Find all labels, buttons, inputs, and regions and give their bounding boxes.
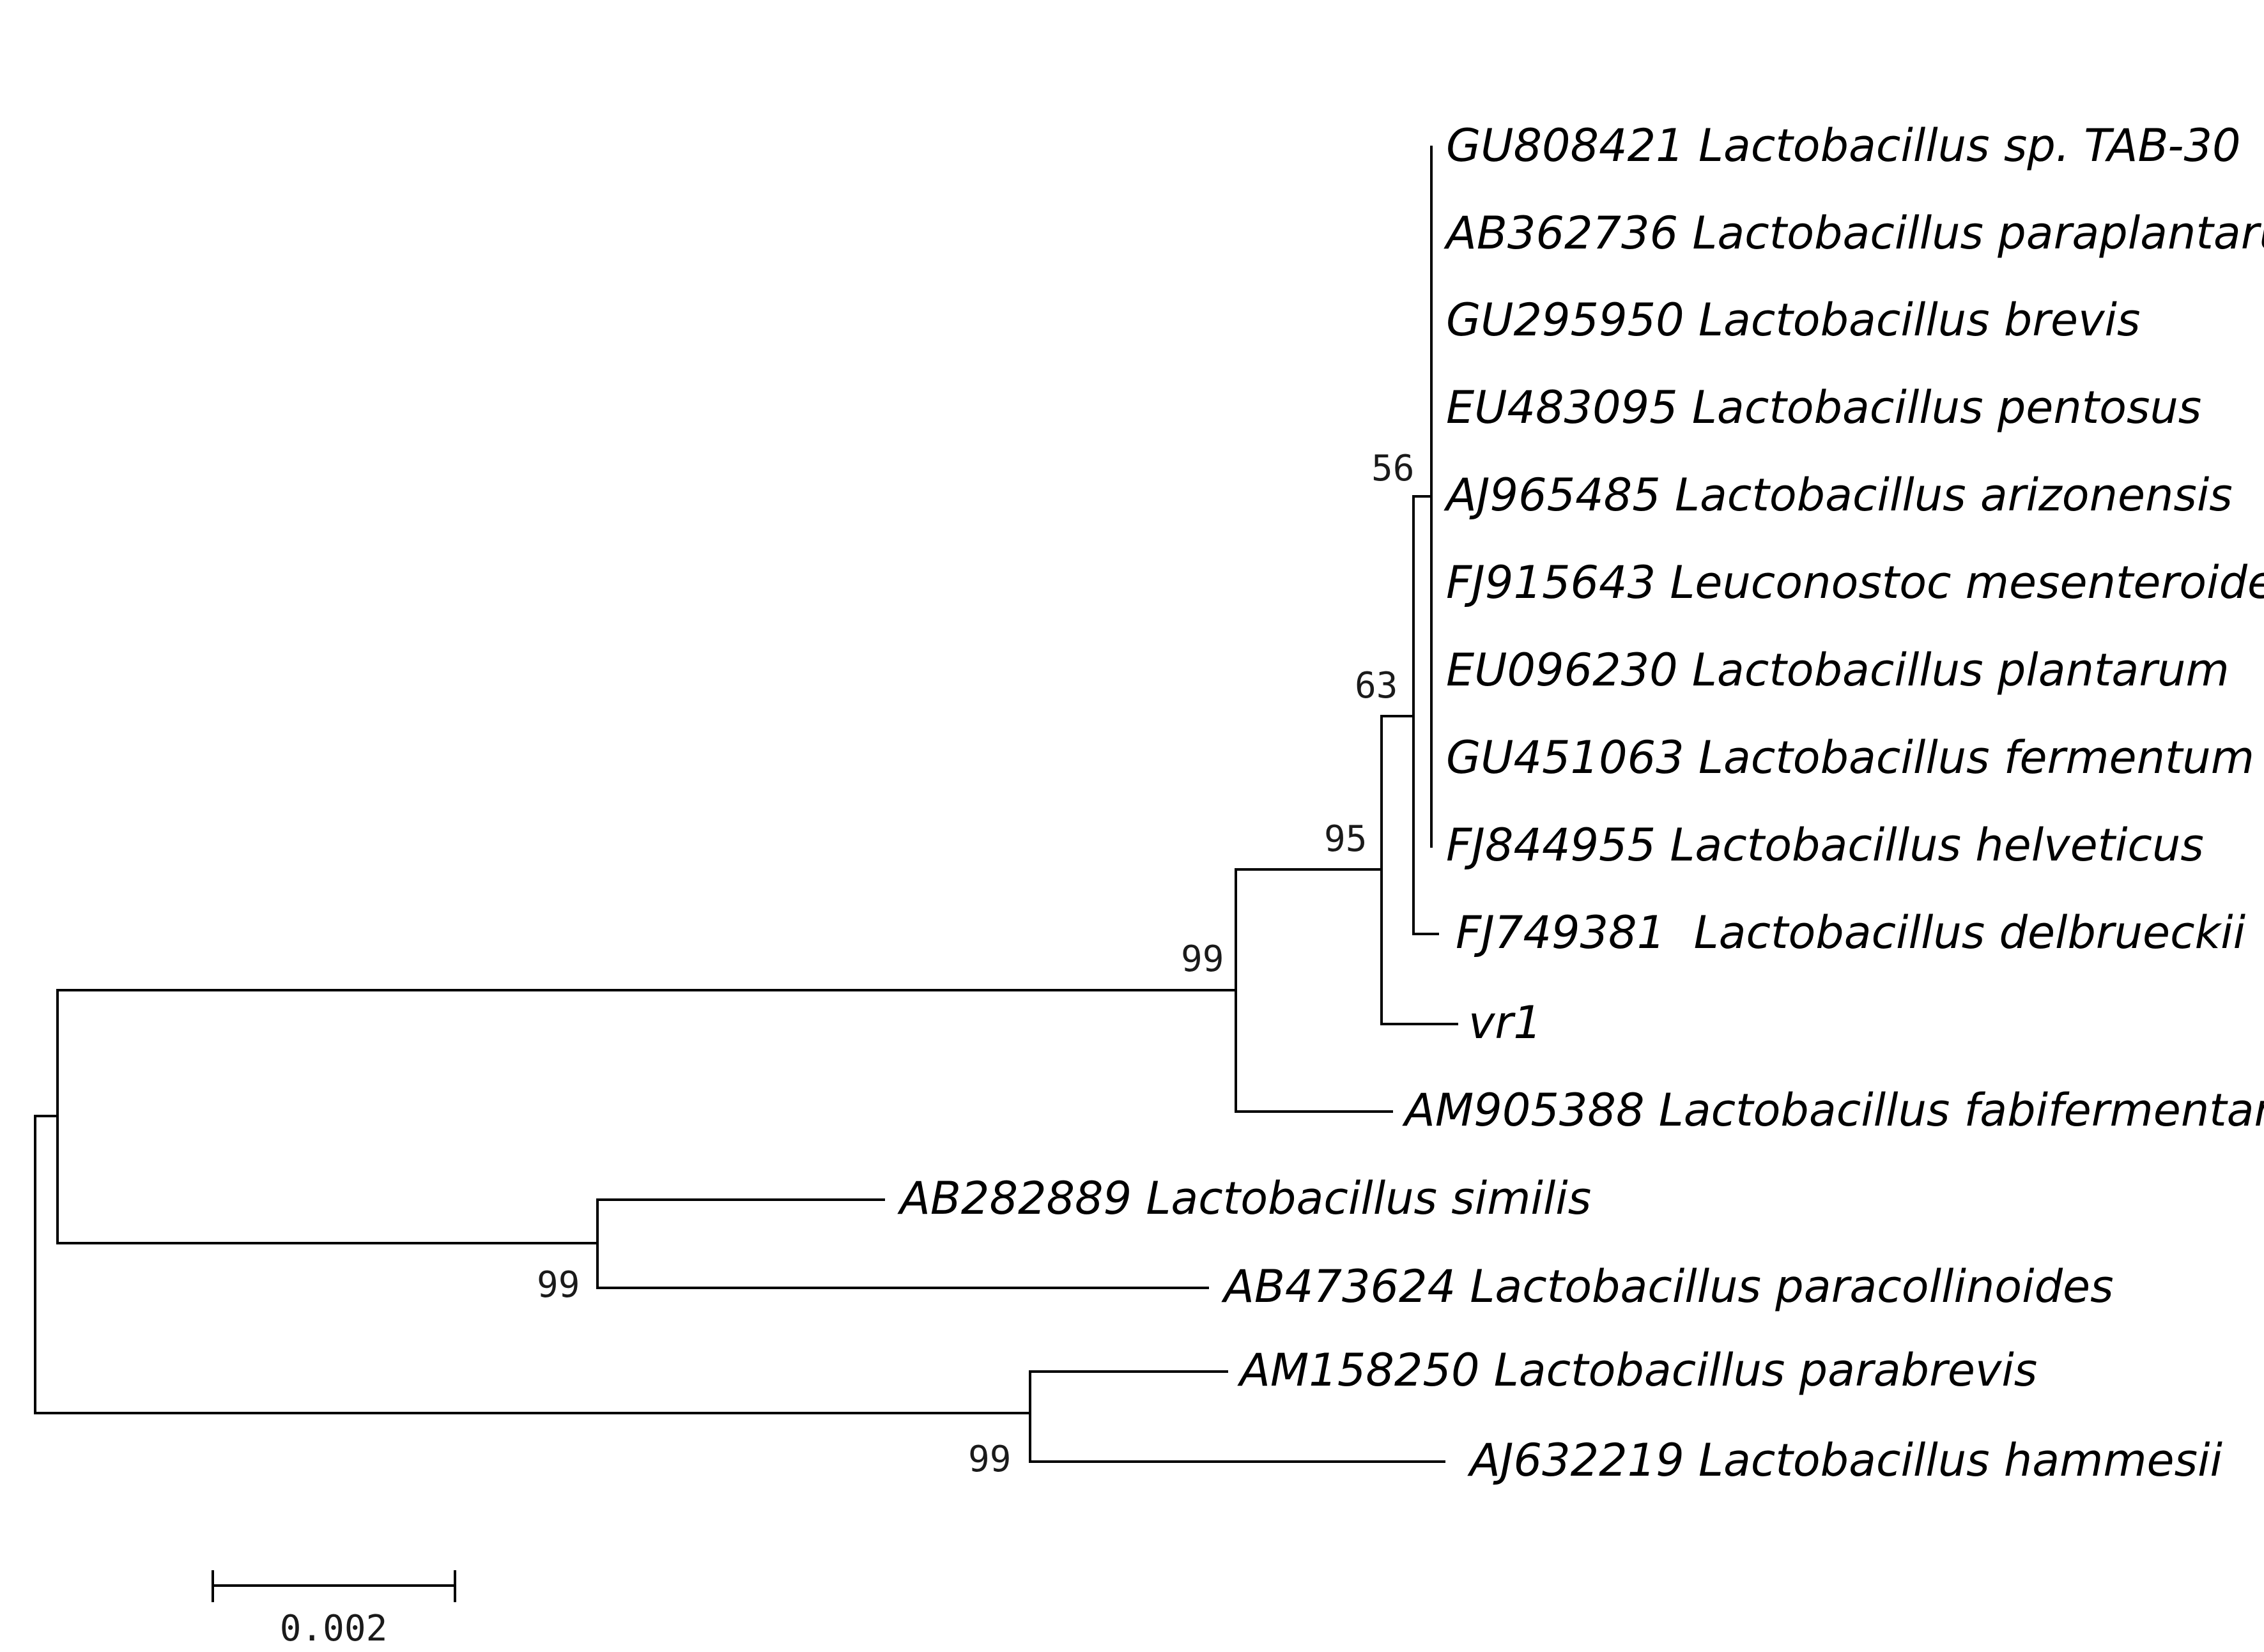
bootstrap-value-95: 95	[1324, 818, 1367, 860]
taxon-label: AM905388 Lactobacillus fabifermentans	[1402, 1084, 2264, 1136]
bootstrap-value-99c: 99	[968, 1439, 1011, 1480]
bootstrap-labels: 56 63 95 99 99 99	[537, 448, 1414, 1480]
bootstrap-value-56: 56	[1371, 448, 1414, 489]
bootstrap-value-99b: 99	[537, 1264, 580, 1306]
taxon-label: AJ965485 Lactobacillus arizonensis	[1444, 469, 2233, 521]
taxon-label: EU096230 Lactobacillus plantarum	[1446, 644, 2229, 696]
taxon-label: GU451063 Lactobacillus fermentum	[1446, 731, 2254, 784]
taxon-label: FJ749381 Lactobacillus delbrueckii	[1456, 906, 2246, 959]
scale-bar-label: 0.002	[280, 1608, 388, 1649]
bootstrap-value-99a: 99	[1181, 938, 1224, 980]
tree-branches	[34, 146, 1458, 1463]
taxon-label: EU483095 Lactobacillus pentosus	[1446, 381, 2201, 434]
taxon-label: AB362736 Lactobacillus paraplantarum	[1444, 207, 2264, 259]
taxon-label: vr1	[1468, 997, 1542, 1049]
taxon-label: AB473624 Lactobacillus paracollinoides	[1221, 1260, 2114, 1313]
taxon-label: FJ844955 Lactobacillus helveticus	[1446, 819, 2204, 871]
taxon-label: AJ632219 Lactobacillus hammesii	[1467, 1434, 2223, 1487]
scale-bar: 0.002	[212, 1570, 456, 1649]
bootstrap-value-63: 63	[1355, 665, 1398, 707]
taxon-label: AB282889 Lactobacillus similis	[897, 1172, 1591, 1225]
taxon-label: GU295950 Lactobacillus brevis	[1446, 294, 2140, 346]
taxon-labels: GU808421 Lactobacillus sp. TAB-30 AB3627…	[897, 119, 2264, 1487]
taxon-label: AM158250 Lactobacillus parabrevis	[1237, 1344, 2037, 1396]
taxon-label: GU808421 Lactobacillus sp. TAB-30	[1446, 119, 2241, 172]
taxon-label: FJ915643 Leuconostoc mesenteroides	[1446, 556, 2264, 609]
